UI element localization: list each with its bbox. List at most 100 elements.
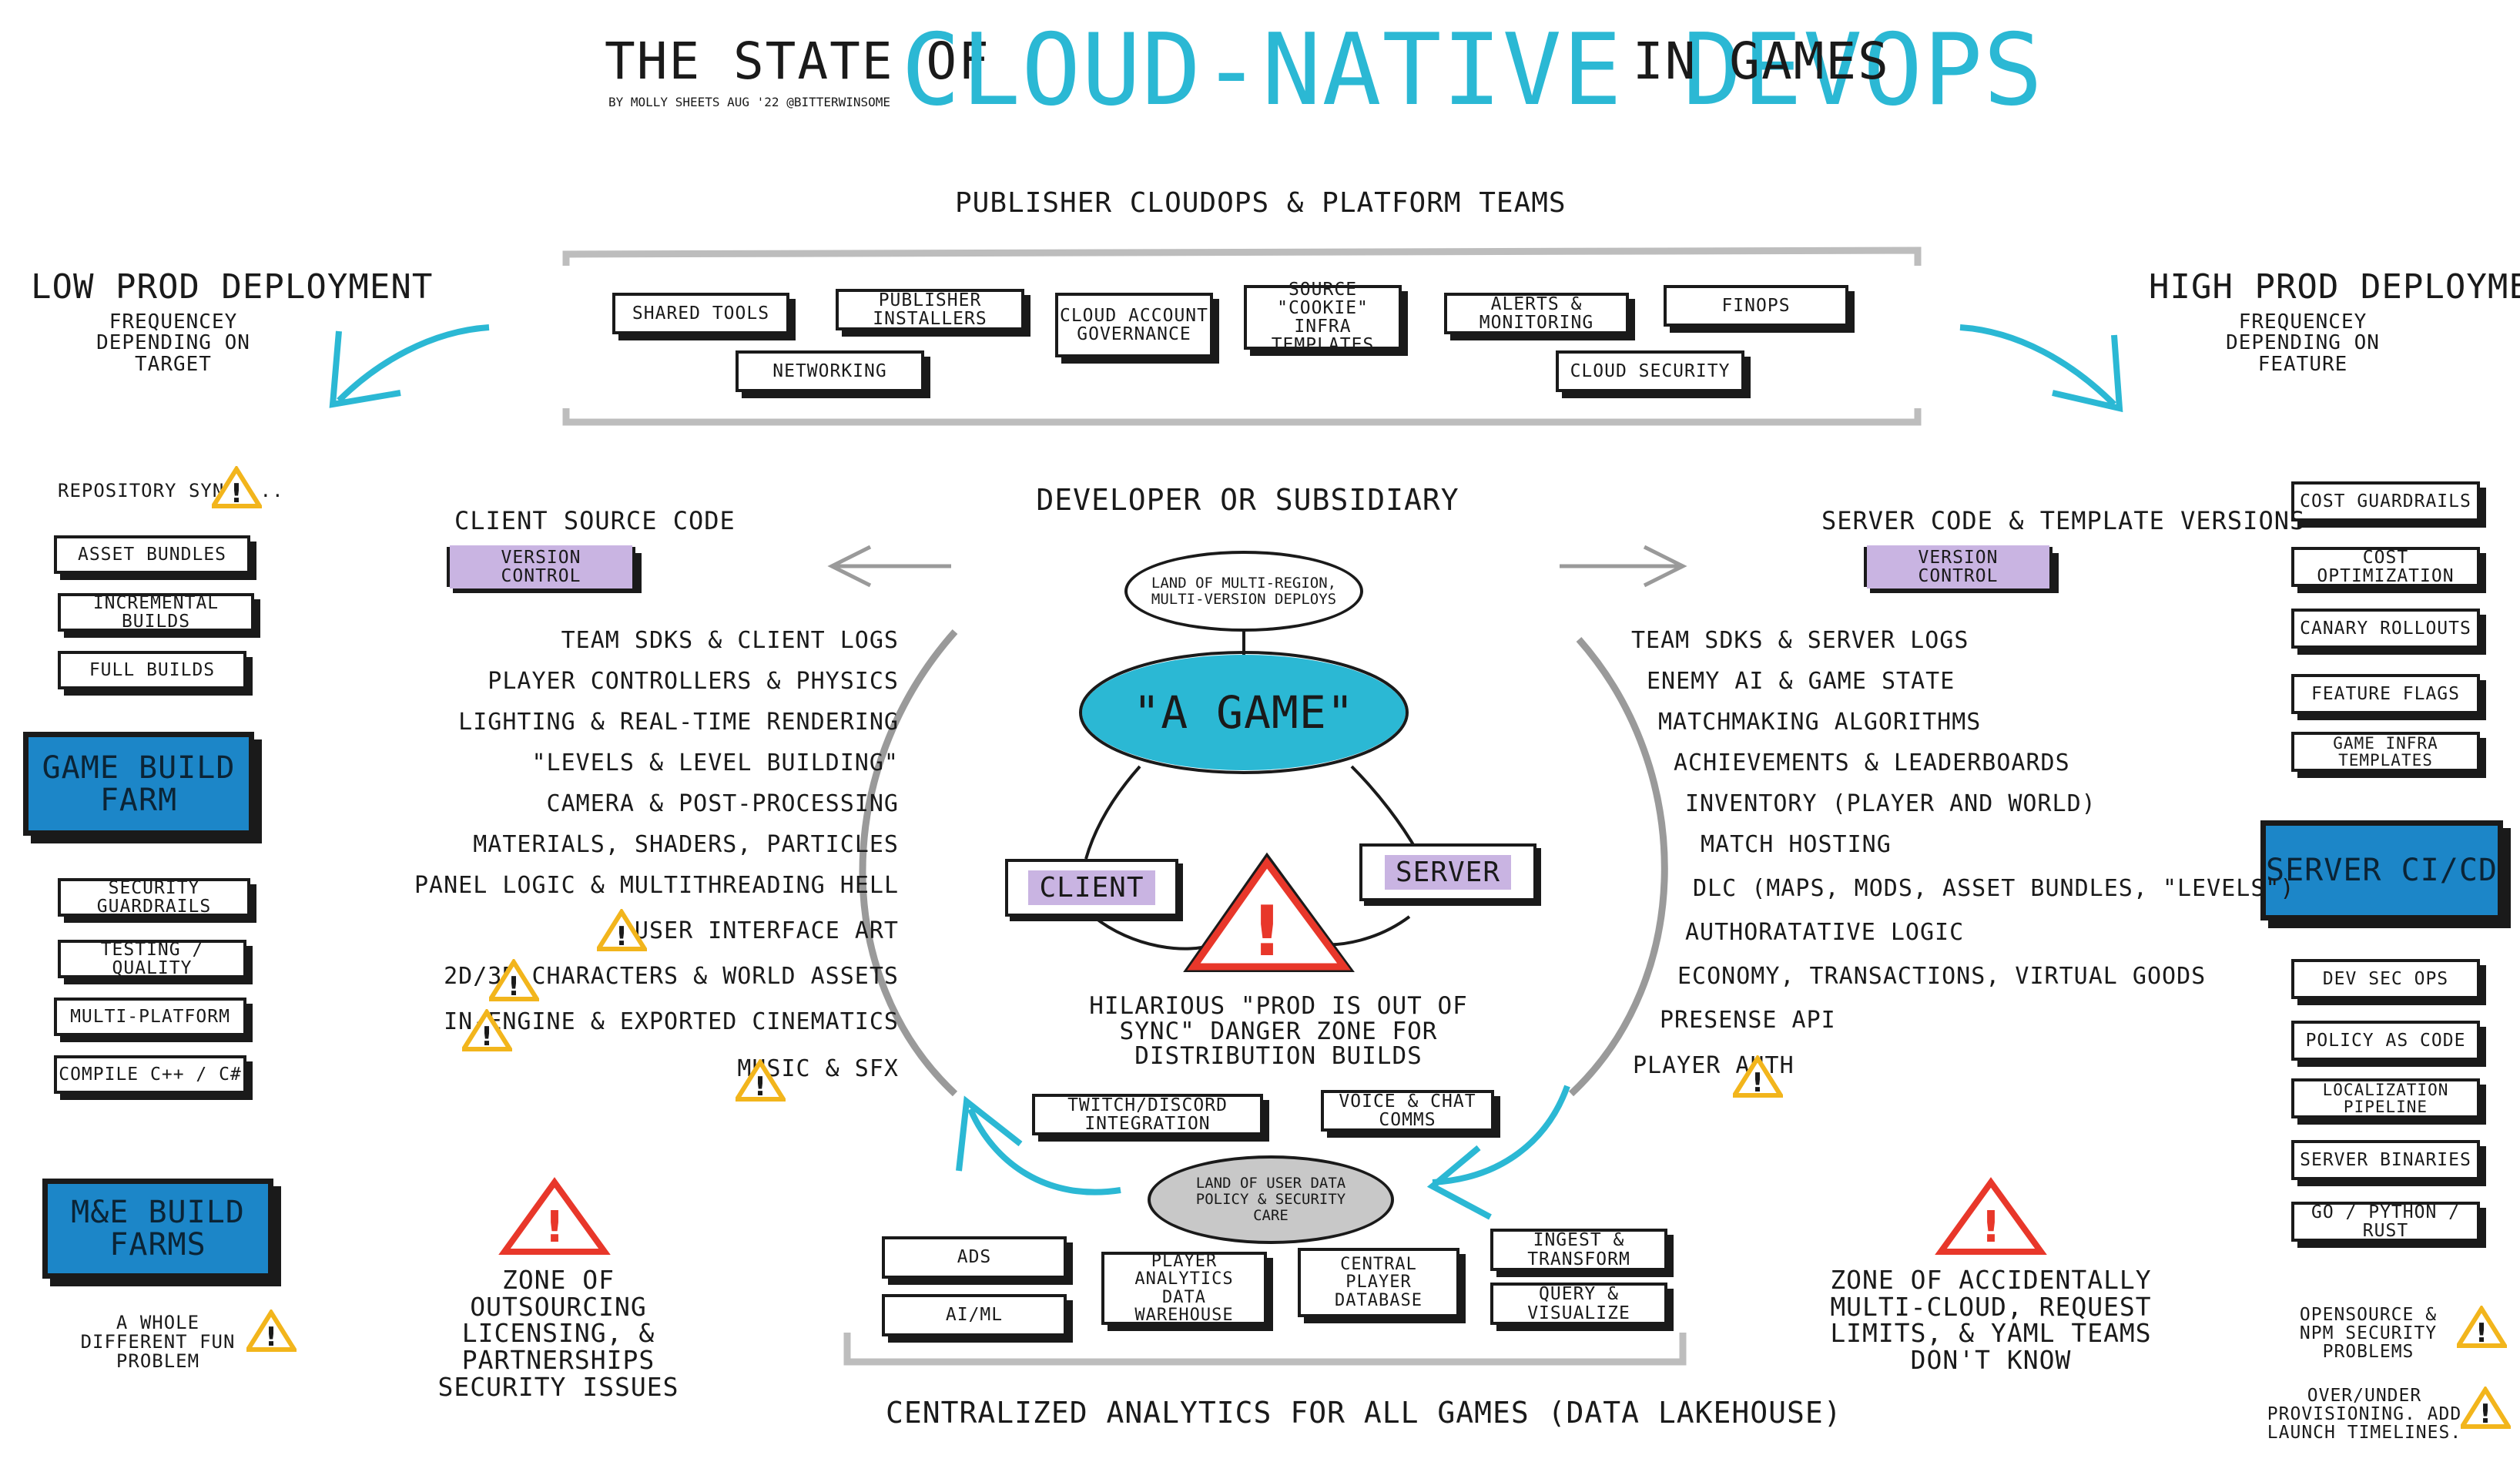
title-suffix: in Games bbox=[1633, 32, 1890, 91]
svg-text:!: ! bbox=[2475, 1318, 2488, 1348]
cyan-arrow-user-data-right bbox=[1432, 1085, 1570, 1185]
server-item: Presense API bbox=[1660, 1007, 1836, 1034]
left-box-security-guardrails: Security Guardrails bbox=[58, 878, 250, 917]
cyan-arrowhead-user-data-right bbox=[1426, 1145, 1492, 1220]
game-build-farm-box: Game Build Farm bbox=[23, 732, 254, 836]
publisher-heading: Publisher CloudOps & Platform Teams bbox=[955, 187, 1567, 219]
client-item: Lighting & Real-Time Rendering bbox=[458, 709, 899, 736]
game-cloud-outline bbox=[1079, 651, 1409, 774]
cyan-arrow-low-prod bbox=[337, 324, 490, 403]
publisher-box-cloud-security: Cloud Security bbox=[1556, 350, 1744, 392]
analytics-bracket bbox=[843, 1333, 1687, 1366]
arrow-to-client-vc bbox=[827, 545, 951, 588]
server-item: Inventory (Player and World) bbox=[1685, 790, 2096, 817]
server-item: DLC (Maps, Mods, Asset Bundles, "Levels"… bbox=[1693, 875, 2295, 902]
low-prod-title: Low Prod Deployment bbox=[31, 267, 434, 307]
client-source-label: Client Source Code bbox=[454, 506, 736, 535]
provisioning-warning-icon: ! bbox=[2461, 1387, 2511, 1429]
outsourcing-zone-label: Zone of outsourcing licensing, & partner… bbox=[437, 1265, 679, 1402]
ui-art-warning-icon: ! bbox=[597, 909, 647, 951]
danger-zone-label: Hilarious "prod is out of sync" danger z… bbox=[1089, 992, 1468, 1071]
outsourcing-danger-icon bbox=[498, 1177, 611, 1255]
svg-text:!: ! bbox=[2479, 1399, 2492, 1429]
left-box-incremental-builds: Incremental Builds bbox=[58, 593, 254, 632]
server-item: Achievements & Leaderboards bbox=[1674, 749, 2070, 776]
outsourcing-danger-mark: ! bbox=[545, 1202, 565, 1252]
client-item: "Levels & Level Building" bbox=[531, 749, 899, 776]
analytics-box-ads: Ads bbox=[882, 1236, 1067, 1279]
right-box-policy-as-code: Policy as Code bbox=[2291, 1021, 2480, 1061]
svg-text:!: ! bbox=[1751, 1068, 1764, 1098]
cyan-arrow-high-prod bbox=[1959, 324, 2116, 407]
client-version-control-box: Version Control bbox=[447, 545, 635, 589]
player-auth-warning-icon: ! bbox=[1733, 1055, 1783, 1098]
server-items-list: Team SDKs & Server Logs Enemy AI & Game … bbox=[1631, 620, 2295, 1086]
server-source-label: Server Code & Template Versions bbox=[1821, 506, 2306, 535]
server-label: Server bbox=[1384, 854, 1512, 890]
client-label: Client bbox=[1028, 870, 1155, 906]
right-box-cost-guardrails: Cost Guardrails bbox=[2291, 481, 2480, 521]
svg-text:!: ! bbox=[615, 921, 628, 951]
left-box-multi-platform: Multi-Platform bbox=[54, 998, 246, 1036]
publisher-box-alerts: Alerts & Monitoring bbox=[1444, 293, 1629, 334]
fun-problem-warning-icon: ! bbox=[246, 1309, 297, 1352]
game-cloud-fill bbox=[1082, 655, 1406, 770]
right-parenthesis bbox=[1568, 637, 1668, 1097]
arrow-to-server-vc bbox=[1560, 545, 1687, 588]
low-prod-subtitle: Frequencey depending on target bbox=[96, 310, 250, 376]
opensource-label: Opensource & NPM security problems bbox=[2299, 1305, 2438, 1363]
multicloud-danger-icon bbox=[1935, 1177, 2047, 1255]
multicloud-danger-mark: ! bbox=[1981, 1202, 2001, 1252]
left-box-compile: Compile C++ / C# bbox=[54, 1055, 246, 1094]
client-item: User Interface Art bbox=[634, 917, 899, 944]
high-prod-title: High Prod Deployment bbox=[2149, 267, 2520, 307]
game-label: "A Game" bbox=[1133, 686, 1355, 739]
right-box-cost-optimization: Cost Optimization bbox=[2291, 547, 2480, 587]
center-danger-icon-outline bbox=[1183, 852, 1355, 972]
client-item: Camera & Post-Processing bbox=[546, 790, 899, 817]
analytics-footer: Centralized Analytics for all games (Dat… bbox=[886, 1396, 1842, 1430]
client-item: Panel Logic & Multithreading Hell bbox=[414, 872, 899, 899]
analytics-box-aiml: AI/ML bbox=[882, 1294, 1067, 1336]
svg-text:!: ! bbox=[481, 1021, 493, 1051]
characters-warning-icon: ! bbox=[489, 959, 539, 1001]
developer-heading: Developer or Subsidiary bbox=[1036, 483, 1459, 517]
left-parenthesis bbox=[859, 629, 958, 1097]
provisioning-label: Over/under provisioning. Add launch time… bbox=[2267, 1386, 2462, 1444]
client-item: In-Engine & Exported Cinematics bbox=[444, 1008, 899, 1035]
publisher-box-networking: Networking bbox=[736, 350, 924, 392]
svg-text:!: ! bbox=[754, 1071, 766, 1102]
publisher-box-finops: FinOps bbox=[1664, 285, 1848, 327]
twitch-discord-box: Twitch/Discord Integration bbox=[1032, 1094, 1263, 1135]
cinematics-warning-icon: ! bbox=[462, 1009, 512, 1051]
cyan-arrowhead-high-prod bbox=[2052, 334, 2123, 413]
voice-chat-box: Voice & Chat Comms bbox=[1321, 1090, 1494, 1132]
server-box: Server bbox=[1359, 843, 1536, 901]
right-box-canary-rollouts: Canary Rollouts bbox=[2291, 609, 2480, 649]
left-box-full-builds: Full Builds bbox=[58, 651, 246, 689]
user-data-oval: Land of user data policy & security care bbox=[1148, 1155, 1394, 1244]
multicloud-zone-label: Zone of accidentally multi-cloud, reques… bbox=[1830, 1265, 2152, 1375]
publisher-box-cookie-templates: Source "Cookie" Infra Templates bbox=[1244, 280, 1402, 354]
title-byline: By Molly Sheets Aug '22 @bitterwinsome bbox=[608, 95, 891, 109]
publisher-box-account-governance: Cloud Account Governance bbox=[1055, 293, 1213, 357]
client-item: Team SDKs & Client Logs bbox=[561, 627, 899, 654]
connector-game-server bbox=[1350, 765, 1419, 852]
high-prod-subtitle: Frequencey depending on feature bbox=[2226, 310, 2380, 376]
publisher-box-installers: Publisher Installers bbox=[836, 289, 1024, 330]
server-item: Match Hosting bbox=[1701, 831, 1892, 858]
server-item: Enemy AI & Game State bbox=[1647, 668, 1955, 695]
server-version-control-label: Version Control bbox=[1867, 545, 2049, 589]
client-box: Client bbox=[1005, 859, 1178, 917]
publisher-bracket-top bbox=[562, 246, 1922, 266]
svg-text:!: ! bbox=[230, 478, 243, 508]
cyan-arrowhead-low-prod bbox=[329, 330, 401, 408]
analytics-box-ingest: Ingest & Transform bbox=[1490, 1229, 1667, 1271]
server-item: Economy, Transactions, Virtual Goods bbox=[1677, 963, 2207, 990]
right-box-feature-flags: Feature Flags bbox=[2291, 674, 2480, 714]
svg-text:!: ! bbox=[265, 1322, 277, 1352]
connector-client-danger bbox=[1092, 915, 1218, 951]
connector-game-client bbox=[1084, 765, 1141, 860]
client-item: 2D/3D Characters & World Assets bbox=[444, 963, 899, 990]
